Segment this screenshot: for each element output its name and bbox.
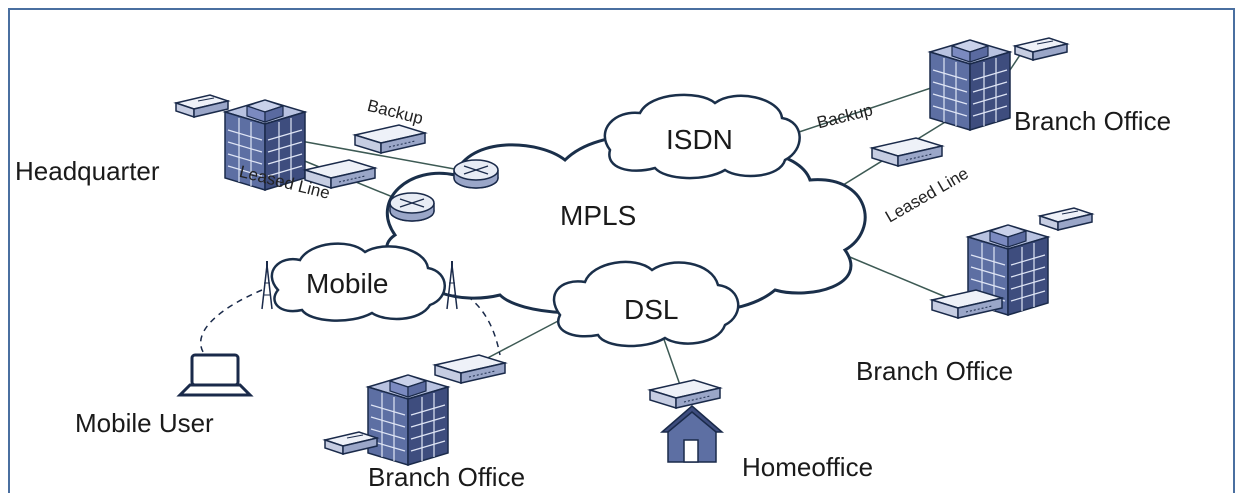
branch-office-label: Branch Office xyxy=(368,462,526,492)
homeoffice-modem-icon xyxy=(649,379,721,409)
router-icon xyxy=(453,159,499,189)
isdn-label: ISDN xyxy=(666,124,733,155)
backup-modem-icon xyxy=(354,124,426,154)
branch-device-icon xyxy=(1039,207,1093,231)
mpls-label: MPLS xyxy=(560,200,637,231)
diagram-frame xyxy=(8,8,1235,493)
branch-office-label: Branch Office xyxy=(856,356,1014,386)
isdn-cloud xyxy=(603,93,801,180)
dsl-cloud xyxy=(552,260,740,348)
branch-building-icon xyxy=(929,39,1011,131)
house-icon xyxy=(659,405,725,463)
mobile-label: Mobile xyxy=(306,268,389,299)
headquarter-device-icon xyxy=(175,94,229,118)
wireless-links xyxy=(199,289,501,356)
branch-office-label: Branch Office xyxy=(1014,106,1172,136)
branch-modem-icon xyxy=(434,354,506,384)
branch-device-icon xyxy=(1014,37,1068,61)
mobile-user-label: Mobile User xyxy=(75,408,214,438)
headquarter-label: Headquarter xyxy=(15,156,160,186)
laptop-icon xyxy=(176,353,254,397)
antenna-tower-icon xyxy=(261,260,273,310)
branch-building-icon xyxy=(367,374,449,466)
mpls-cloud xyxy=(385,134,867,315)
router-icon xyxy=(389,192,435,222)
mobile-cloud xyxy=(270,242,446,322)
homeoffice-label: Homeoffice xyxy=(742,452,874,482)
branch-modem-icon xyxy=(931,289,1003,319)
dsl-label: DSL xyxy=(624,294,679,325)
leased-line-modem-icon xyxy=(871,137,943,167)
